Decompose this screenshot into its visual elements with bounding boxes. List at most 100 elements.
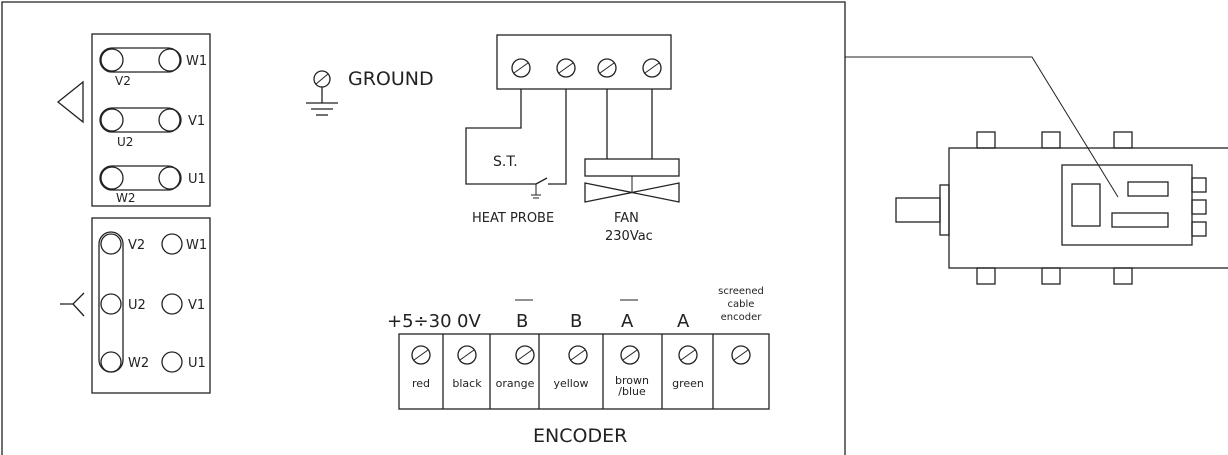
delta-terminal-box bbox=[91, 33, 211, 207]
motor-shaft bbox=[895, 197, 941, 223]
encoder-signal-label: B bbox=[516, 311, 528, 332]
terminal-box-slot bbox=[1111, 212, 1169, 228]
delta-row-u1: U1 W2 bbox=[99, 165, 206, 205]
heat-probe-label: HEAT PROBE bbox=[472, 211, 554, 226]
ground-label: GROUND bbox=[348, 68, 434, 90]
wire-color-label: yellow bbox=[553, 377, 588, 390]
delta-link-bar bbox=[99, 47, 181, 73]
wire-color-label: brown bbox=[615, 374, 649, 387]
star-symbol-icon bbox=[60, 292, 85, 317]
leader-line bbox=[845, 56, 1119, 198]
delta-link-bar bbox=[99, 107, 181, 133]
motor-foot bbox=[1113, 131, 1133, 149]
thermal-switch-label: S.T. bbox=[493, 154, 518, 170]
top-terminal-block bbox=[496, 34, 672, 90]
cable-gland bbox=[1191, 199, 1207, 215]
motor-foot bbox=[1041, 267, 1061, 285]
star-link-bar bbox=[98, 231, 124, 373]
motor-foot bbox=[1041, 131, 1061, 149]
encoder-signal-label: A bbox=[677, 311, 690, 332]
star-terminal-box bbox=[91, 217, 211, 394]
terminal-screw-icon bbox=[100, 293, 122, 315]
fan-circuit: FAN 230Vac bbox=[584, 89, 680, 244]
screened-cable-label: screened bbox=[718, 286, 764, 297]
terminal-screw-icon bbox=[731, 345, 751, 365]
encoder-title: ENCODER bbox=[533, 425, 627, 447]
terminal-box-slot bbox=[1127, 181, 1169, 197]
encoder-terminal-block: +5÷30 0V B B A A screened cable encoder … bbox=[387, 286, 770, 447]
terminal-screw-icon bbox=[457, 345, 477, 365]
terminal-screw-icon bbox=[158, 166, 182, 190]
star-terminal-label: W2 bbox=[128, 356, 149, 371]
motor-terminal-box bbox=[1061, 164, 1193, 246]
cable-gland bbox=[1191, 221, 1207, 237]
terminal-screw-icon bbox=[158, 108, 182, 132]
encoder-signal-label: 0V bbox=[457, 311, 481, 332]
fan-label-line2: 230Vac bbox=[605, 229, 653, 244]
terminal-screw-icon bbox=[161, 293, 183, 315]
wire-color-label: orange bbox=[496, 377, 535, 390]
encoder-signal-label: +5÷30 bbox=[387, 311, 452, 332]
terminal-screw-icon bbox=[411, 345, 431, 365]
wire-color-label: /blue bbox=[618, 385, 646, 398]
motor-flange bbox=[939, 184, 950, 236]
fan-coil-icon bbox=[584, 158, 680, 177]
terminal-screw-icon bbox=[597, 58, 617, 78]
terminal-box-inner bbox=[1071, 183, 1101, 227]
delta-terminal-label: V1 bbox=[188, 114, 205, 129]
terminal-screw-icon bbox=[678, 345, 698, 365]
terminal-screw-icon bbox=[158, 48, 182, 72]
delta-terminal-label: V2 bbox=[115, 74, 131, 88]
terminal-screw-icon bbox=[568, 345, 588, 365]
star-connection-block: V2 W1 U2 V1 W2 U1 bbox=[60, 217, 211, 394]
terminal-screw-icon bbox=[511, 58, 531, 78]
wire-color-label: red bbox=[412, 377, 430, 390]
terminal-screw-icon bbox=[515, 345, 535, 365]
encoder-terminal-strip bbox=[398, 333, 770, 410]
motor-body bbox=[948, 147, 1228, 269]
wire-color-label: green bbox=[672, 377, 704, 390]
delta-symbol-icon bbox=[56, 80, 84, 124]
encoder-signal-label: B bbox=[570, 311, 582, 332]
screened-cable-label: encoder bbox=[721, 312, 763, 323]
thermal-switch-icon bbox=[535, 177, 548, 185]
wire-color-label: black bbox=[452, 377, 482, 390]
screened-cable-label: cable bbox=[728, 299, 755, 310]
terminal-screw-icon bbox=[161, 233, 183, 255]
delta-row-v1: V1 U2 bbox=[99, 107, 205, 149]
fan-label-line1: FAN bbox=[614, 211, 639, 226]
terminal-screw-icon bbox=[100, 108, 124, 132]
terminal-screw-icon bbox=[556, 58, 576, 78]
terminal-screw-icon bbox=[642, 58, 662, 78]
star-terminal-label: U1 bbox=[188, 356, 206, 371]
delta-row-w1: W1 V2 bbox=[99, 47, 207, 88]
cable-gland bbox=[1191, 177, 1207, 193]
terminal-screw-icon bbox=[620, 345, 640, 365]
fan-valve-icon bbox=[584, 182, 680, 203]
terminal-screw-icon bbox=[100, 351, 122, 373]
star-terminal-label: V2 bbox=[128, 238, 145, 253]
star-terminal-label: V1 bbox=[188, 298, 205, 313]
delta-terminal-label: U2 bbox=[117, 135, 133, 149]
delta-terminal-label: W1 bbox=[186, 54, 207, 69]
star-terminal-label: W1 bbox=[186, 238, 207, 253]
terminal-board-outline bbox=[1, 1, 846, 455]
star-terminal-label: U2 bbox=[128, 298, 146, 313]
heat-probe-circuit: S.T. HEAT PROBE bbox=[465, 89, 567, 226]
top-terminal-box bbox=[496, 34, 672, 90]
delta-terminal-label: U1 bbox=[188, 172, 206, 187]
motor-foot bbox=[1113, 267, 1133, 285]
ground-terminal: GROUND bbox=[306, 68, 434, 116]
motor-foot bbox=[976, 131, 996, 149]
motor-side-view bbox=[845, 56, 1228, 285]
motor-foot bbox=[976, 267, 996, 285]
terminal-screw-icon bbox=[100, 233, 122, 255]
terminal-screw-icon bbox=[100, 48, 124, 72]
terminal-screw-icon bbox=[161, 351, 183, 373]
delta-terminal-label: W2 bbox=[116, 191, 136, 205]
terminal-screw-icon bbox=[100, 166, 124, 190]
encoder-signal-label: A bbox=[621, 311, 634, 332]
delta-connection-block: W1 V2 V1 U2 U1 W2 bbox=[56, 33, 211, 207]
delta-link-bar bbox=[99, 165, 181, 191]
